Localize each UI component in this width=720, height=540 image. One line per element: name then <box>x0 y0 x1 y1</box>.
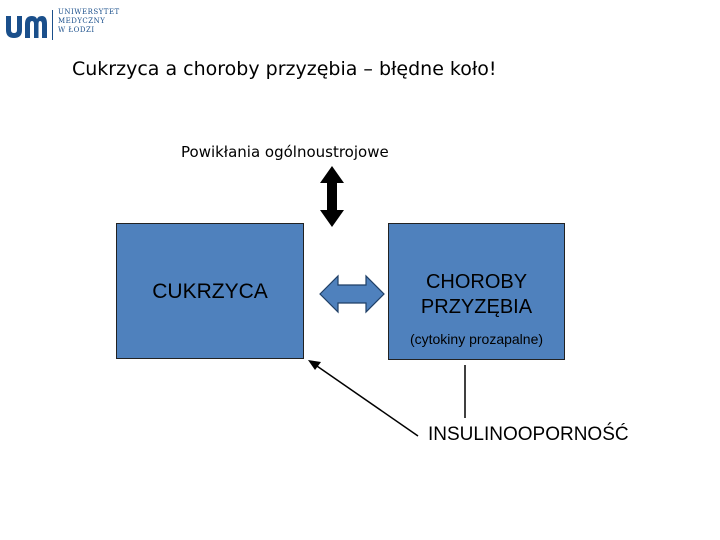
logo-line-1: UNIWERSYTET <box>58 8 120 16</box>
logo-divider <box>52 10 53 40</box>
periodontal-label-line-1: CHOROBY <box>425 271 528 293</box>
double-vertical-arrow-icon <box>320 166 344 227</box>
logo-line-2: MEDYCZNY <box>58 17 106 25</box>
diabetes-box: CUKRZYCA <box>116 223 304 359</box>
double-horizontal-arrow-icon <box>319 274 385 314</box>
logo-text: UNIWERSYTET MEDYCZNY W ŁODZI <box>58 8 128 35</box>
systemic-complications-label: Powikłania ogólnoustrojowe <box>181 143 389 161</box>
diabetes-label: CUKRZYCA <box>152 280 268 303</box>
slide-title: Cukrzyca a choroby przyzębia – błędne ko… <box>72 58 497 80</box>
arrow-to-diabetes <box>308 360 419 437</box>
cytokines-note: (cytokiny prozapalne) <box>409 331 544 347</box>
periodontal-disease-box: CHOROBY PRZYZĘBIA (cytokiny prozapalne) <box>388 223 565 360</box>
periodontal-disease-label: CHOROBY PRZYZĘBIA <box>389 270 564 320</box>
periodontal-label-line-2: PRZYZĘBIA <box>420 296 533 318</box>
logo-line-3: W ŁODZI <box>58 26 95 34</box>
insulin-resistance-label: INSULINOOPORNOŚĆ <box>428 424 629 445</box>
um-logo-icon <box>6 16 47 38</box>
university-logo: UNIWERSYTET MEDYCZNY W ŁODZI <box>4 6 124 42</box>
